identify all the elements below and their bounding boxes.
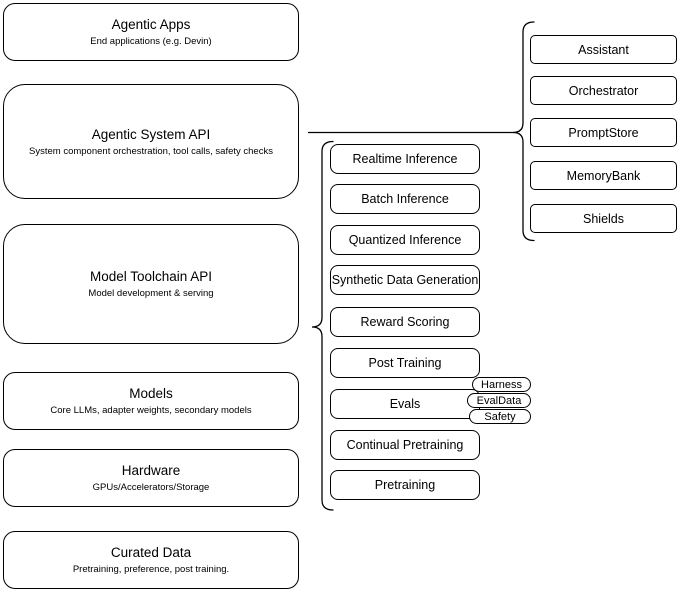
node-post-training: Post Training: [330, 348, 480, 378]
node-realtime-inference: Realtime Inference: [330, 144, 480, 174]
node-reward-scoring: Reward Scoring: [330, 307, 480, 337]
node-title: Hardware: [121, 463, 181, 478]
node-subtitle: System component orchestration, tool cal…: [29, 145, 273, 157]
node-agentic-apps: Agentic Apps End applications (e.g. Devi…: [3, 3, 299, 61]
node-title: Models: [129, 386, 173, 401]
node-assistant: Assistant: [530, 35, 677, 64]
node-title: Curated Data: [110, 545, 192, 560]
node-promptstore: PromptStore: [530, 118, 677, 147]
node-models: Models Core LLMs, adapter weights, secon…: [3, 372, 299, 430]
node-synthetic-data-generation: Synthetic Data Generation: [330, 265, 480, 295]
node-orchestrator: Orchestrator: [530, 76, 677, 105]
tag-harness: Harness: [472, 377, 531, 392]
node-subtitle: GPUs/Accelerators/Storage: [92, 482, 210, 493]
node-subtitle: End applications (e.g. Devin): [90, 36, 212, 47]
node-pretraining: Pretraining: [330, 470, 480, 500]
node-title: Model Toolchain API: [89, 269, 213, 284]
node-subtitle: Pretraining, preference, post training.: [72, 564, 230, 575]
node-agentic-system-api: Agentic System API System component orch…: [3, 84, 299, 199]
node-quantized-inference: Quantized Inference: [330, 225, 480, 255]
node-title: Agentic System API: [91, 126, 211, 142]
node-model-toolchain-api: Model Toolchain API Model development & …: [3, 224, 299, 344]
node-curated-data: Curated Data Pretraining, preference, po…: [3, 531, 299, 589]
node-shields: Shields: [530, 204, 677, 233]
node-subtitle: Model development & serving: [88, 288, 214, 299]
tag-evaldata: EvalData: [467, 393, 531, 408]
node-memorybank: MemoryBank: [530, 161, 677, 190]
tag-safety: Safety: [469, 409, 531, 424]
node-batch-inference: Batch Inference: [330, 184, 480, 214]
node-evals: Evals: [330, 389, 480, 419]
node-continual-pretraining: Continual Pretraining: [330, 430, 480, 460]
node-subtitle: Core LLMs, adapter weights, secondary mo…: [50, 405, 252, 416]
node-title: Agentic Apps: [111, 17, 191, 32]
node-hardware: Hardware GPUs/Accelerators/Storage: [3, 449, 299, 507]
